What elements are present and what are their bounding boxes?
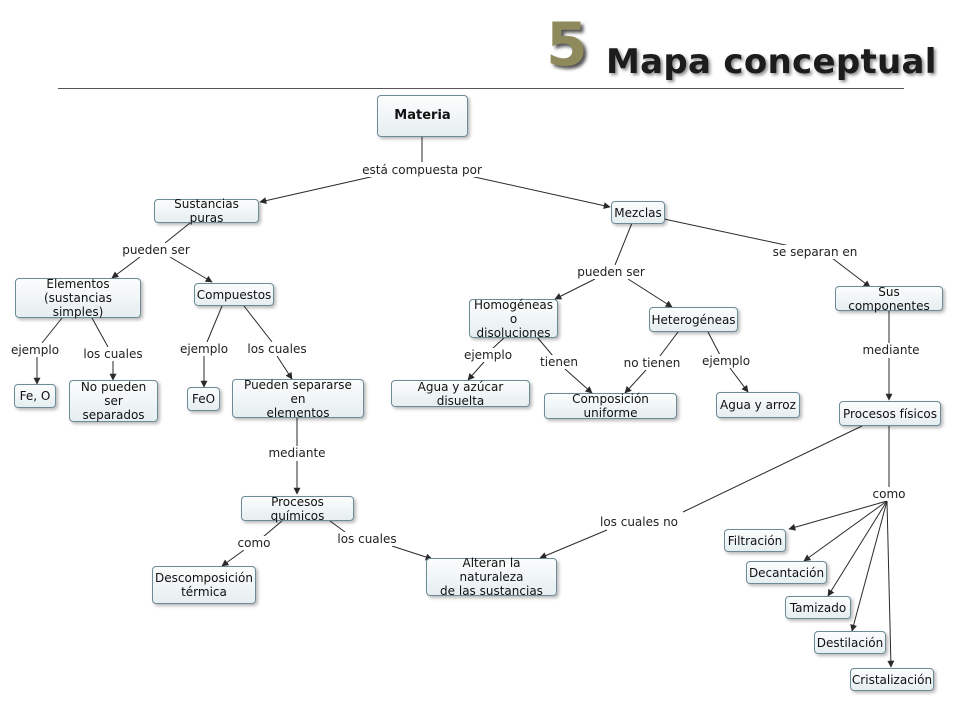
node-procesos-fisicos: Procesos físicos [839,401,941,426]
node-elementos: Elementos (sustancias simples) [15,277,141,319]
link-label-ejemplo: ejemplo [8,343,62,357]
node-destilacion: Destilación [814,631,886,654]
link-label-pueden-ser: pueden ser [575,265,647,279]
edge-line [276,355,293,380]
edge-line [469,175,611,210]
edge-line [850,500,888,632]
node-decantacion: Decantación [746,561,827,584]
link-label-ejemplo: ejemplo [461,348,515,362]
node-compuestos: Compuestos [194,283,274,306]
edge-line [803,500,888,562]
edge-line [41,317,63,344]
edge-line [259,175,376,205]
node-composicion-uniforme: Composición uniforme [544,392,677,420]
node-alteran: Alteran la naturaleza de las sustancias [426,556,557,598]
edge-line [624,369,647,394]
node-materia: Materia [377,95,468,137]
edge-line [539,529,608,559]
node-no-pueden: No pueden ser separados [69,380,158,422]
node-procesos-quimicos: Procesos químicos [241,495,354,523]
node-pueden-separarse: Pueden separarse en elementos [232,378,364,420]
title-divider [58,88,904,89]
node-agua-arroz: Agua y arroz [716,392,800,418]
edge-line [707,331,721,356]
link-label-como: como [870,487,908,501]
node-heterogeneas: Heterogéneas [649,307,738,332]
edge-line [827,500,888,597]
edge-line [554,278,596,300]
edge-line [467,361,485,381]
link-label-ejemplo: ejemplo [699,354,753,368]
link-label-ejemplo: ejemplo [177,342,231,356]
edge-line [91,317,109,348]
link-label-los-cuales-no: los cuales no [597,515,681,529]
link-label-se-separan-en: se separan en [770,245,860,259]
node-mezclas: Mezclas [611,201,665,224]
node-homogeneas: Homogéneas o disoluciones [469,298,558,340]
slide-title: Mapa conceptual [606,42,937,82]
link-label-mediante: mediante [860,343,922,357]
link-label-tienen: tienen [537,355,581,369]
node-cristalizacion: Cristalización [850,668,934,691]
edge-line [491,336,506,350]
edge-line [536,336,554,357]
edge-line [221,549,245,567]
slide-header: 5 Mapa conceptual [0,0,960,92]
edge-line [659,331,679,357]
node-sus-componentes: Sus componentes [835,285,943,313]
edge-line [663,218,791,247]
edge-line [564,368,593,394]
link-label-como: como [235,536,273,550]
edge-line [886,500,895,668]
node-fe-o: Fe, O [14,384,56,408]
node-descomposicion: Descomposición térmica [152,566,256,604]
link-label-los-cuales: los cuales [245,342,309,356]
edge-line [243,305,273,343]
edge-line [391,545,433,561]
link-label-esta-compuesta-por: está compuesta por [360,163,484,177]
edge-line [788,500,888,531]
link-label-pueden-ser: pueden ser [120,243,192,257]
node-filtracion: Filtración [724,529,786,552]
link-label-mediante: mediante [266,446,328,460]
edge-line [329,520,346,533]
edge-line [169,256,213,283]
edge-line [164,222,191,244]
link-label-los-cuales: los cuales [335,532,399,546]
link-label-los-cuales: los cuales [81,347,145,361]
edge-line [627,278,673,308]
edge-line [111,256,141,279]
edge-line [614,222,633,266]
edge-line [831,257,871,288]
edge-line [262,520,283,538]
edge-line [729,367,749,393]
edge-line [206,305,223,343]
node-agua-azucar: Agua y azúcar disuelta [391,380,530,408]
link-label-no-tienen: no tienen [621,356,683,370]
edge-line [682,425,863,513]
node-feo: FeO [187,387,220,411]
node-tamizado: Tamizado [785,596,851,619]
node-sustancias-puras: Sustancias puras [154,197,259,225]
slide-number: 5 [546,10,588,80]
